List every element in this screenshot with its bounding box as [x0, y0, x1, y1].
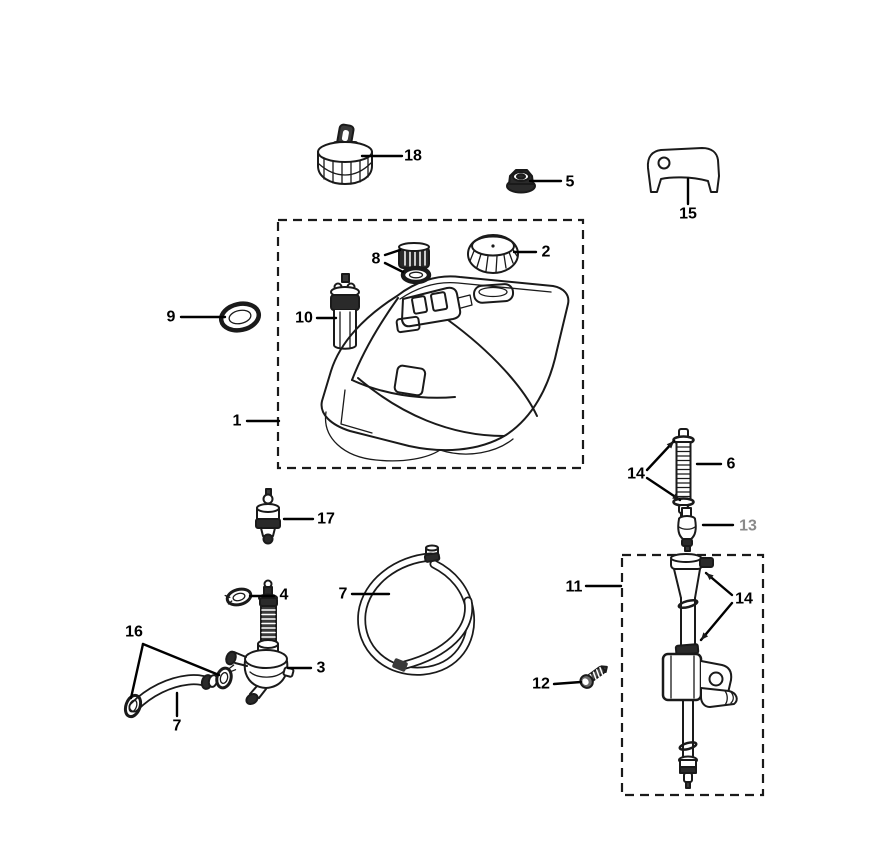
part-11-fuel-pump-assembly	[661, 553, 738, 789]
part-6-gauge-tube	[672, 428, 695, 519]
part-label-gauge-tube-clamps: 14	[627, 466, 645, 483]
part-7-fuel-hose	[357, 544, 476, 676]
fuel-tank-group-box	[276, 218, 585, 470]
part-label-flange-nut: 5	[566, 174, 575, 191]
leader-arrowhead-gauge-tube-clamps	[672, 493, 680, 500]
part-17-fuel-joint	[255, 488, 281, 545]
part-5-flange-nut	[506, 169, 536, 194]
leader-arrowhead-pump-tube-clamps	[706, 573, 714, 581]
part-label-gauge-tube: 6	[727, 456, 736, 473]
leader-line-pump-tube-clamps	[699, 601, 734, 642]
part-label-fuel-hose: 7	[339, 586, 348, 603]
part-label-tank-bracket: 15	[679, 206, 697, 223]
leader-line-filter-cap-and-oring	[383, 248, 402, 257]
leader-line-filter-cap-and-oring	[383, 261, 405, 274]
part-label-hose-clamp: 4	[280, 587, 289, 604]
part-15-tank-bracket	[646, 147, 720, 193]
part-label-fuel-filter: 10	[295, 310, 313, 327]
fuel-pump-group-box	[620, 553, 765, 797]
part-label-mounting-screw: 12	[532, 676, 550, 693]
part-label-fuel-pump-assembly: 11	[566, 579, 583, 596]
part-9-seal-ring	[218, 301, 262, 333]
part-4-hose-clamp	[224, 587, 253, 607]
part-13-tube-connector	[677, 507, 697, 552]
part-label-fuel-valve-petcock: 3	[317, 660, 326, 677]
part-label-tank-cap: 2	[542, 244, 551, 261]
leader-arrowhead-pump-tube-clamps	[701, 632, 709, 640]
leader-line-hose-clamps	[141, 642, 221, 677]
part-label-hose-clamps: 16	[125, 624, 143, 641]
part-label-tube-connector: 13	[739, 518, 757, 535]
part-16-breather-hose-with-clamps	[123, 664, 237, 719]
part-8-filter-cap-and-oring	[398, 242, 432, 285]
part-2-tank-cap	[467, 234, 519, 274]
part-label-fuel-filler-cap: 18	[404, 148, 422, 165]
part-label-breather-hose: 7	[173, 718, 182, 735]
part-label-pump-tube-clamps: 14	[735, 591, 753, 608]
part-label-fuel-joint: 17	[317, 511, 335, 528]
leader-line-hose-clamps	[129, 642, 145, 700]
part-10-fuel-filter	[330, 273, 360, 350]
part-1-fuel-tank	[320, 275, 570, 462]
part-18-fuel-filler-cap	[317, 123, 373, 185]
assembly-boxes-layer	[276, 218, 765, 797]
part-label-seal-ring: 9	[167, 309, 176, 326]
part-label-fuel-tank: 1	[233, 413, 242, 430]
annotations-layer: 18 5 15 2 8 9 10 1 17 6 14 13 11 14 7 4 3 16 7 12	[125, 148, 757, 735]
leader-line-mounting-screw	[552, 680, 583, 686]
leader-arrowhead-gauge-tube-clamps	[666, 441, 674, 449]
part-label-filter-cap-and-oring: 8	[372, 251, 381, 268]
part-12-mounting-screw	[579, 665, 608, 689]
part-3-fuel-valve-petcock	[225, 579, 295, 706]
